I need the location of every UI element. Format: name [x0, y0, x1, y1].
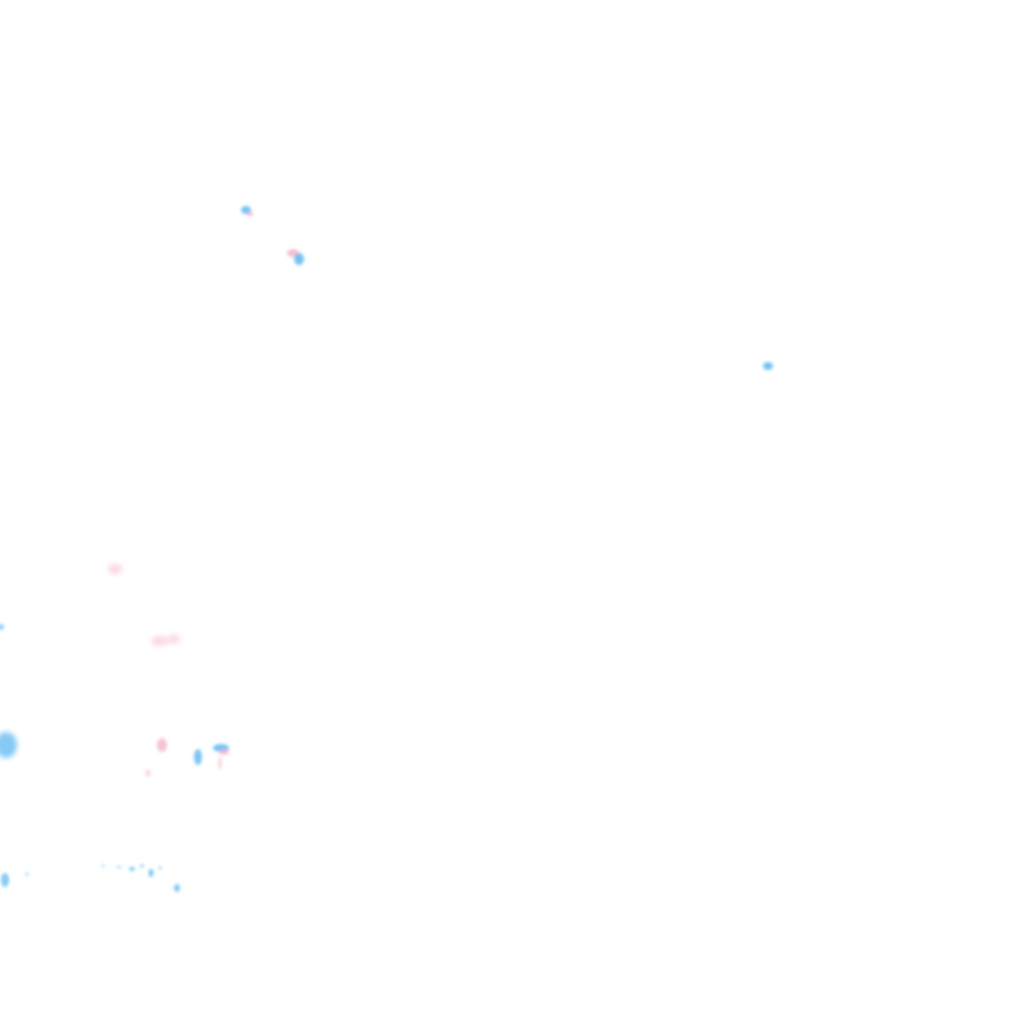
- speck-upper-left-1: [241, 206, 253, 216]
- speck-lower-left-blue: [194, 744, 229, 770]
- speck-upper-right: [763, 362, 773, 370]
- speck-lower-left-pink: [145, 738, 167, 777]
- speck-mid-left-1: [108, 564, 122, 574]
- speck-upper-left-2: [287, 249, 304, 265]
- speck-edge-left: [0, 624, 4, 630]
- speck-bottom-strip: [1, 864, 180, 892]
- speck-mid-left-2: [151, 634, 180, 646]
- speck-lower-left-blob: [0, 732, 17, 758]
